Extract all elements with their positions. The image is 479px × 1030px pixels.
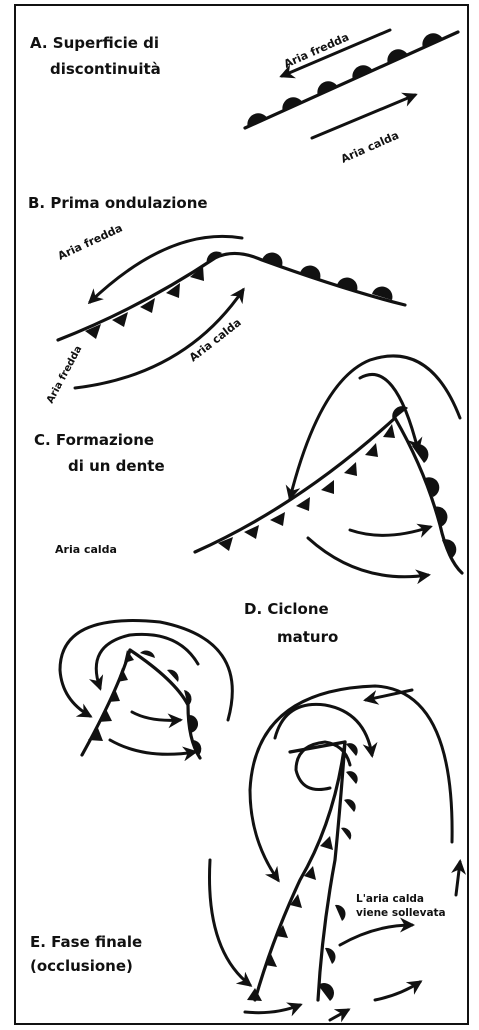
stage-b-title: B. Prima ondulazione [28, 194, 208, 212]
stage-c: C. Formazione di un dente Aria calda [34, 356, 462, 577]
stage-a: A. Superficie di discontinuità Aria fred… [30, 30, 458, 166]
warm-air-arrow-d2 [110, 740, 195, 754]
stage-d: D. Ciclone maturo [60, 600, 338, 758]
warm-air-arrow-c1 [350, 527, 430, 535]
warm-air-arrow-a [312, 95, 415, 138]
warm-air-label-a: Aria calda [339, 129, 401, 166]
cold-air-lower-label-b: Aria fredda [45, 344, 85, 405]
stage-c-title-1: C. Formazione [34, 431, 154, 449]
stage-d-title-1: D. Ciclone [244, 600, 329, 618]
warm-air-arrow-e [375, 982, 420, 1000]
cold-air-arrow-c1 [290, 356, 460, 498]
stage-c-title-2: di un dente [68, 457, 165, 475]
cold-air-label-b: Aria fredda [56, 221, 125, 262]
stage-a-title-2: discontinuità [50, 60, 161, 78]
warm-air-arrow-e2 [330, 1010, 348, 1020]
warm-air-arrow-c2 [308, 538, 428, 577]
cold-air-arrow-c2 [360, 374, 418, 450]
warm-front-domes-d [140, 651, 201, 756]
cold-air-arrow-b [90, 236, 242, 302]
cold-air-arrow-e2 [245, 1005, 300, 1013]
stage-d-title-2: maturo [277, 628, 338, 646]
warm-air-label-c: Aria calda [55, 543, 117, 556]
outer-circulation-arrow-e3 [456, 862, 460, 895]
lifted-air-arrow-e [340, 925, 412, 945]
stage-a-title-1: A. Superficie di [30, 34, 159, 52]
lifted-air-note-2: viene sollevata [356, 907, 446, 919]
stage-e-title-2: (occlusione) [30, 957, 133, 975]
warm-air-arrow-d1 [132, 712, 180, 720]
cold-air-arrow-e1 [210, 860, 251, 985]
stage-e-title-1: E. Fase finale [30, 933, 142, 951]
lifted-air-note-1: L'aria calda [356, 893, 424, 905]
